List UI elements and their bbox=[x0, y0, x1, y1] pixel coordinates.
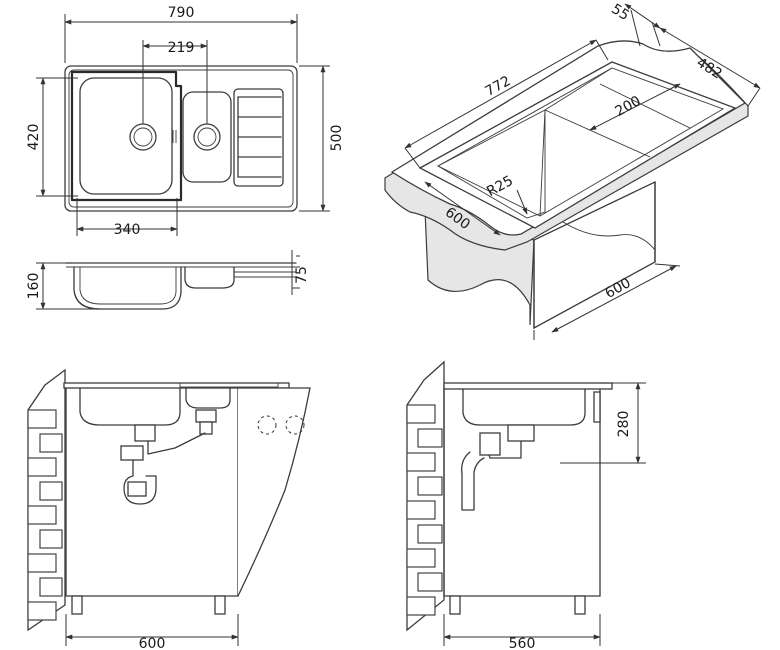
dim-340: 340 bbox=[114, 222, 141, 238]
dim-600-front-section: 600 bbox=[139, 636, 166, 650]
dim-420: 420 bbox=[26, 124, 42, 151]
front-section-view: 600 bbox=[27, 368, 311, 650]
dim-280: 280 bbox=[616, 411, 632, 438]
dim-160: 160 bbox=[26, 273, 42, 300]
dim-219: 219 bbox=[168, 40, 195, 56]
dim-560: 560 bbox=[509, 636, 536, 650]
dim-790: 790 bbox=[168, 5, 195, 21]
side-section-view: 280 560 bbox=[406, 360, 646, 650]
side-profile-view: 160 75 bbox=[26, 250, 310, 310]
isometric-view: 55 482 772 200 R25 600 600 bbox=[384, 1, 761, 340]
brick-wall bbox=[27, 409, 63, 621]
dim-500: 500 bbox=[329, 125, 345, 152]
dim-55: 55 bbox=[608, 1, 632, 24]
brick-wall-side bbox=[406, 404, 443, 616]
top-view: 790 219 420 500 340 bbox=[26, 5, 345, 238]
dim-75: 75 bbox=[294, 266, 310, 284]
